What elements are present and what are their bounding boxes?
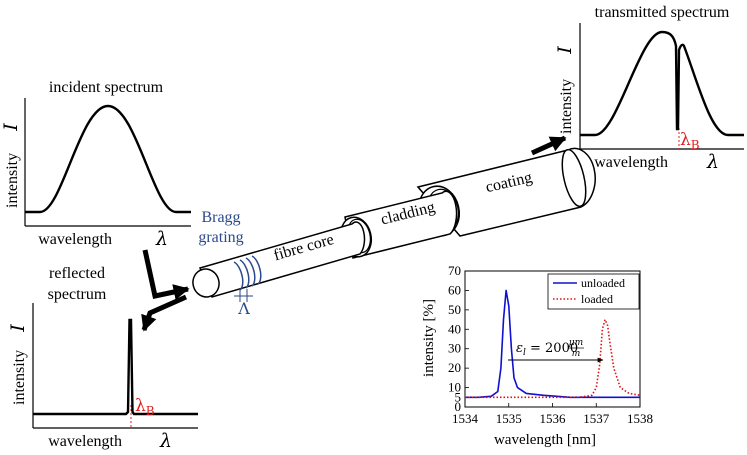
legend-label-loaded: loaded bbox=[581, 292, 613, 306]
grating-period-marker bbox=[234, 289, 253, 302]
fibre-core-cylinder bbox=[192, 221, 366, 298]
y-tick-label: 50 bbox=[448, 302, 461, 317]
x-tick-label: 1535 bbox=[496, 411, 522, 426]
y-tick-label: 60 bbox=[448, 282, 461, 297]
reflected-lambda-b-label: λB bbox=[135, 396, 155, 418]
legend-box bbox=[547, 273, 640, 310]
incident-y-symbol: I bbox=[0, 123, 22, 132]
x-tick-label: 1534 bbox=[452, 411, 479, 426]
optical-fibre: Λ Bragg grating fibre core cladding coat… bbox=[192, 147, 596, 318]
y-tick-label: 70 bbox=[448, 263, 461, 278]
transmitted-spectrum-curve bbox=[580, 30, 744, 137]
bragg-grating-label-line1: Bragg bbox=[201, 209, 240, 226]
chart-y-axis-label: intensity [%] bbox=[421, 299, 437, 377]
series-line-unloaded bbox=[465, 289, 640, 399]
x-tick-label: 1538 bbox=[627, 411, 653, 426]
transmitted-y-label: intensity bbox=[558, 79, 575, 134]
bragg-grating-rings bbox=[233, 255, 262, 291]
reflected-spectrum-title-line1: reflected bbox=[49, 265, 105, 282]
reflected-x-symbol: λ bbox=[159, 430, 172, 452]
reflected-x-label: wavelength bbox=[48, 433, 122, 450]
transmitted-arrow bbox=[530, 135, 567, 156]
deformation-chart: deformation 1534153515361537153805102030… bbox=[421, 263, 653, 448]
strain-annotation: εl = 2000 μm m bbox=[508, 338, 604, 363]
strain-unit-numerator: μm bbox=[569, 338, 583, 348]
y-tick-label: 5 bbox=[455, 389, 462, 404]
strain-unit-denominator: m bbox=[572, 349, 581, 359]
chart-series-group bbox=[465, 289, 641, 399]
transmitted-y-symbol: I bbox=[554, 46, 576, 55]
y-tick-label: 30 bbox=[448, 341, 461, 356]
y-tick-label: 0 bbox=[455, 399, 462, 414]
incident-x-label: wavelength bbox=[38, 231, 112, 248]
reflected-spectrum-curve bbox=[33, 318, 198, 416]
bragg-grating-label-line2: grating bbox=[198, 229, 243, 246]
reflected-y-symbol: I bbox=[7, 324, 29, 333]
x-tick-label: 1537 bbox=[583, 411, 610, 426]
strain-annotation-text: εl = 2000 bbox=[516, 341, 578, 358]
reflected-spectrum-title-line2: spectrum bbox=[48, 286, 107, 303]
incident-spectrum-title: incident spectrum bbox=[49, 79, 164, 96]
y-tick-label: 20 bbox=[448, 360, 461, 375]
incident-spectrum-curve bbox=[25, 104, 191, 214]
transmitted-spectrum-panel: transmitted spectrum λB wavelength λ int… bbox=[554, 4, 744, 173]
chart-x-axis-label: wavelength [nm] bbox=[494, 432, 596, 448]
x-tick-label: 1536 bbox=[540, 411, 567, 426]
incident-arrow bbox=[142, 249, 190, 300]
transmitted-lambda-b-label: λB bbox=[680, 130, 700, 152]
reflected-spectrum-panel: reflected spectrum λB wavelength λ inten… bbox=[7, 265, 198, 452]
incident-x-symbol: λ bbox=[155, 228, 168, 250]
incident-y-label: intensity bbox=[4, 153, 21, 208]
transmitted-spectrum-title: transmitted spectrum bbox=[595, 4, 730, 21]
reflected-y-label: intensity bbox=[11, 350, 28, 405]
y-tick-label: 10 bbox=[448, 380, 461, 395]
chart-legend: unloaded loaded bbox=[547, 273, 640, 310]
grating-period-symbol: Λ bbox=[237, 299, 250, 318]
transmitted-x-label: wavelength bbox=[594, 154, 668, 171]
legend-label-unloaded: unloaded bbox=[581, 276, 625, 290]
incident-spectrum-panel: incident spectrum wavelength λ intensity… bbox=[0, 79, 191, 250]
light-path-arrows bbox=[141, 135, 567, 332]
reflected-arrow bbox=[141, 294, 188, 332]
transmitted-x-symbol: λ bbox=[706, 151, 719, 173]
y-tick-label: 40 bbox=[448, 321, 461, 336]
